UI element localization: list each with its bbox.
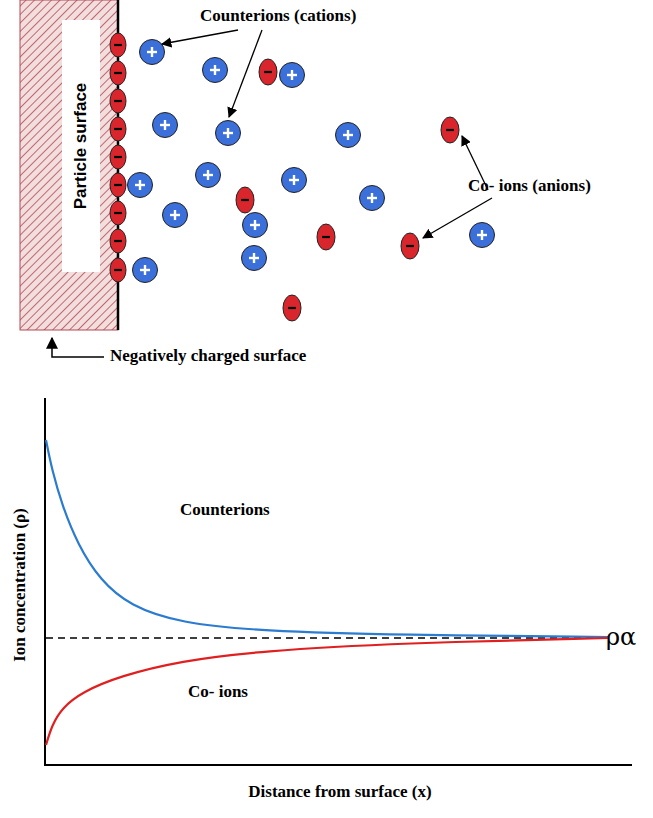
leader-lines — [52, 30, 492, 357]
anion — [236, 187, 254, 213]
cation — [470, 223, 495, 248]
surface-charge — [110, 201, 126, 225]
cation — [360, 186, 385, 211]
axis-title: Distance from surface (x) — [248, 782, 431, 802]
surface-charge — [110, 173, 126, 197]
cation — [336, 123, 361, 148]
cation — [243, 213, 268, 238]
axis-title: Ion concentration (ρ) — [10, 508, 30, 662]
annotation-label: Negatively charged surface — [110, 346, 306, 366]
cation — [203, 58, 228, 83]
concentration-chart — [44, 398, 632, 766]
cation — [140, 40, 165, 65]
surface-charge — [110, 61, 126, 85]
ion-group — [110, 33, 495, 321]
surface-charge — [110, 229, 126, 253]
node-text: Particle surface — [71, 83, 91, 210]
cation — [242, 246, 267, 271]
leader-line — [423, 198, 492, 238]
anion — [317, 224, 335, 250]
surface-charge — [110, 89, 126, 113]
particle-label-box: Particle surface — [62, 20, 100, 272]
anion — [401, 233, 419, 259]
annotation-label: Counterions — [180, 500, 270, 520]
cation — [128, 173, 153, 198]
anion — [441, 117, 459, 143]
anion — [283, 295, 301, 321]
leader-line — [229, 30, 262, 117]
coion-curve — [46, 638, 608, 745]
surface-charge — [110, 258, 126, 282]
surface-charge — [110, 145, 126, 169]
cation — [133, 258, 158, 283]
cation — [282, 168, 307, 193]
y-axis — [44, 398, 46, 766]
annotation-label: Co- ions (anions) — [468, 176, 591, 196]
anion — [259, 59, 277, 85]
annotation-label: Co- ions — [188, 682, 248, 702]
bulk-level-line — [46, 637, 598, 639]
particle-body — [20, 0, 118, 330]
counterion-curve — [46, 440, 608, 637]
leader-line — [52, 338, 104, 357]
leader-line — [162, 30, 238, 44]
surface-charge — [110, 117, 126, 141]
cation — [163, 203, 188, 228]
bulk-level-symbol: ρα — [606, 624, 636, 652]
cation — [153, 113, 178, 138]
cation — [196, 163, 221, 188]
x-axis — [44, 764, 632, 766]
cation — [216, 121, 241, 146]
surface-charge — [110, 33, 126, 57]
cation — [280, 63, 305, 88]
annotation-label: Counterions (cations) — [200, 6, 356, 26]
